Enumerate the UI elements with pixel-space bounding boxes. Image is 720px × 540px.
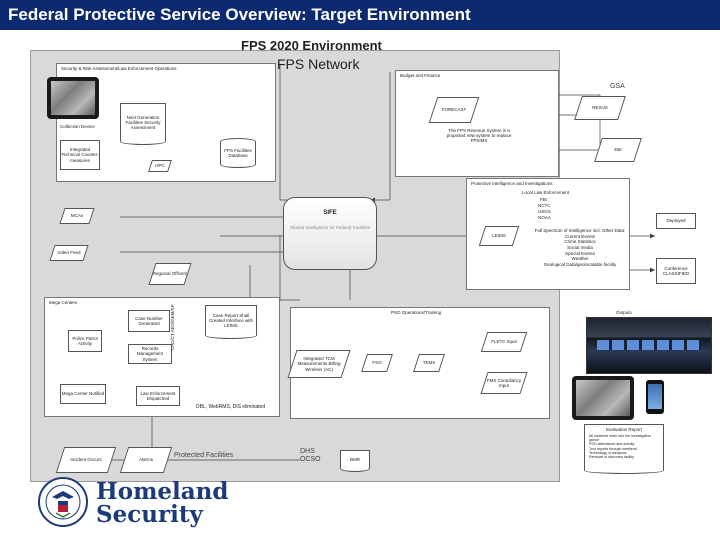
regional-officers-node[interactable]: Regional Officers [152,263,188,285]
title-bar: Federal Protective Service Overview: Tar… [0,0,720,30]
control-room-image [586,317,712,374]
output-tablet [572,376,634,420]
dbl-note: DBL, WebRMS, DIS eliminated [196,404,266,410]
sife-label: SIFE [323,210,337,216]
collection-device-label: Collection Device [60,124,95,129]
fps-revenue-note: The FPS Revenue System is a proposed new… [446,128,512,143]
alarms-node[interactable]: Alarms [124,447,168,473]
report-item: Technology of weapons [589,450,627,455]
fso-node[interactable]: FSO [364,354,390,372]
phone-screen [648,384,662,409]
report-item: PSO attendance and activity [589,442,635,447]
hpc-node[interactable]: HPC [150,160,170,172]
network-title: FPS Network [277,56,360,72]
spectrum-item: Current Events [564,233,595,239]
spectrum-item: Geological Data/geolocatable facility [543,261,617,267]
conference-sub: CLASSIFIED [662,271,690,276]
police-patrol-activity[interactable]: Police Patrol Activity [68,330,102,352]
next-gen-assessment[interactable]: Next Generation Facilities Security Asse… [120,103,166,145]
conference-node[interactable]: Conference CLASSIFIED [656,258,696,284]
evaluation-report[interactable]: Evaluation Report All incidents enter in… [584,424,664,474]
evaluation-report-title: Evaluation Report [606,427,642,432]
spectrum-item: Social media [567,244,593,250]
tablet-screen [51,81,95,115]
tems-node[interactable]: TEMS [416,354,442,372]
slide-title: Federal Protective Service Overview: Tar… [8,5,471,24]
conference-label: Conference [664,265,688,271]
spectrum-item: Crime Statistics [564,239,596,245]
video-feed-node[interactable]: Video Feed [52,245,86,261]
fbi-label: FBI [540,197,548,202]
pso-panel-title: PSO Operations/Training [391,310,442,315]
logo-line-1: Homeland [96,478,229,505]
noaa-label: NOAA [538,215,551,220]
dhs-seal-icon [38,477,88,527]
mcas-node[interactable]: MCAs [62,208,92,224]
deployed-node[interactable]: Deployed [656,213,696,229]
usgs-label: USGS [538,209,551,214]
ebi-node[interactable]: EBI [598,138,638,162]
integrated-tcm-node[interactable]: Integrated TCM Measurements Billing Wire… [292,350,346,378]
gsa-label: GSA [610,83,625,90]
smartphone-icon [646,380,664,414]
case-report[interactable]: Case Report Shall Created Interface with… [205,305,257,339]
forecast-node[interactable]: FORECAST [433,97,475,123]
sife-hub[interactable]: SIFE Shared Intelligence for Federal Fac… [283,197,377,270]
spectrum-item: Weather [571,256,589,262]
environment-title: FPS 2020 Environment [241,38,382,53]
spectrum-title: Full Spectrum of Intelligence incl. Othe… [534,228,626,233]
spectrum-list: Full Spectrum of Intelligence incl. Othe… [532,228,628,267]
bmr-node[interactable]: BMR [340,450,370,472]
integrated-technical-countermeasures[interactable]: Integrated Technical Counter-measures [60,140,100,170]
incident-occurs-node[interactable]: Incident Occurs [60,447,112,473]
local-law-label: Local Law Enforcement [522,190,570,195]
leims-node[interactable]: LEIMS [482,226,516,246]
spectrum-item: Special Events [565,250,595,256]
rexus-node[interactable]: REXUS [578,96,622,120]
collection-device-tablet [47,77,99,119]
report-item: All incidents enter into the investigati… [589,434,651,443]
security-panel-title: Security & Risk Assessment/Law Enforceme… [61,66,177,71]
fms-node[interactable]: FMS Compliancy Input [484,372,524,394]
outputs-label: Outputs [616,310,632,315]
budget-panel-title: Budget and Finance [400,73,441,78]
fletc-node[interactable]: FLETC Input [484,332,524,352]
sife-subtitle: Shared Intelligence for Federal Faciliti… [289,224,371,230]
mega-panel-title: Mega Centers [49,300,78,305]
monitor-wall [597,340,701,350]
records-management-system[interactable]: Records Management System [128,344,172,364]
dhs-ocso-label: DHS OCSO [300,448,321,464]
report-item: Tour reports through weekend [589,446,637,451]
case-number-generated[interactable]: Case Number Generated [128,310,170,332]
law-enforcement-dispatched[interactable]: Law Enforcement Dispatched [136,386,180,406]
report-item: Removal of obscured facility [589,454,634,459]
protective-panel-title: Protective Intelligence and Investigatio… [471,181,553,186]
output-tablet-screen [576,380,630,416]
fps-facilities-database[interactable]: FPS Facilities Database [220,138,256,168]
nctc-label: NCTC [538,203,551,208]
mega-center-notified[interactable]: Mega Center Notified [60,384,106,404]
logo-line-2: Security [96,501,203,528]
protected-facilities-label: Protected Facilities [174,452,234,459]
budget-panel: Budget and Finance [395,70,559,177]
